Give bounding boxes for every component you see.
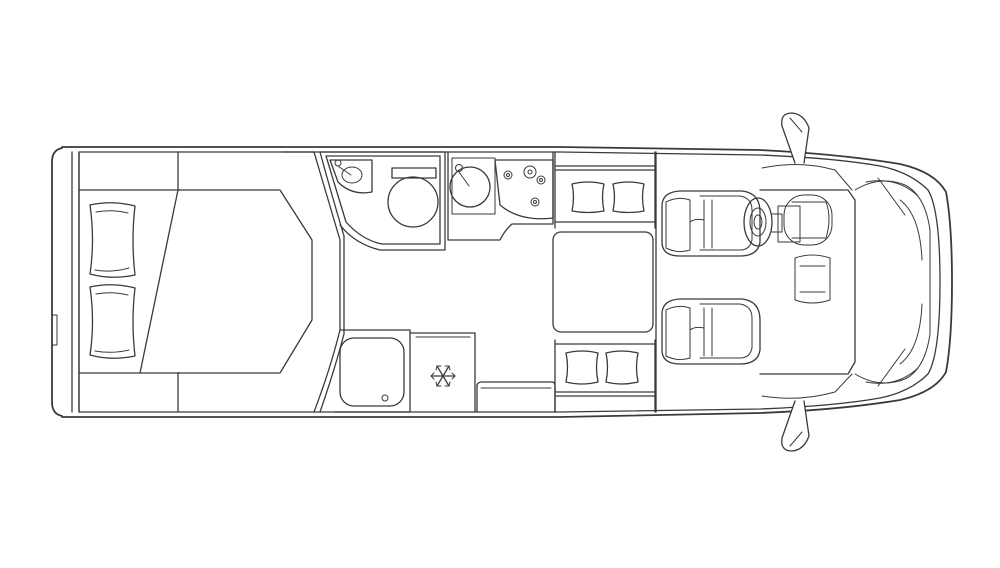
- dashboard: [759, 163, 856, 399]
- dinette-table: [552, 231, 654, 333]
- vehicle-body: [51, 146, 953, 418]
- hob-icon: [503, 165, 546, 207]
- cushion-icon: [605, 350, 639, 385]
- front-cab: [854, 177, 931, 387]
- bottom-washbasin: [334, 329, 411, 413]
- rear-bed: [78, 151, 315, 413]
- passenger-seat: [661, 298, 761, 365]
- wardrobe-walls: [313, 151, 345, 413]
- dinette: [552, 151, 656, 413]
- cushion-icon: [612, 181, 645, 214]
- toilet-icon: [387, 167, 439, 228]
- washroom: [319, 151, 446, 251]
- steering-wheel-icon: [743, 197, 783, 247]
- kitchen-hob: [494, 159, 554, 220]
- pillow-icon: [89, 202, 136, 278]
- shower: [447, 151, 554, 241]
- kitchen-counter: [476, 381, 556, 413]
- snowflake-icon: [430, 365, 456, 387]
- shower-tray-icon: [449, 164, 491, 208]
- pillow-icon: [89, 284, 136, 359]
- cushion-icon: [565, 350, 599, 385]
- sink-icon: [329, 159, 373, 194]
- side-mirror-right: [781, 400, 810, 452]
- side-mirror-left: [781, 112, 810, 164]
- driver-seat: [661, 190, 761, 257]
- fridge: [409, 332, 476, 413]
- cushion-icon: [571, 181, 605, 214]
